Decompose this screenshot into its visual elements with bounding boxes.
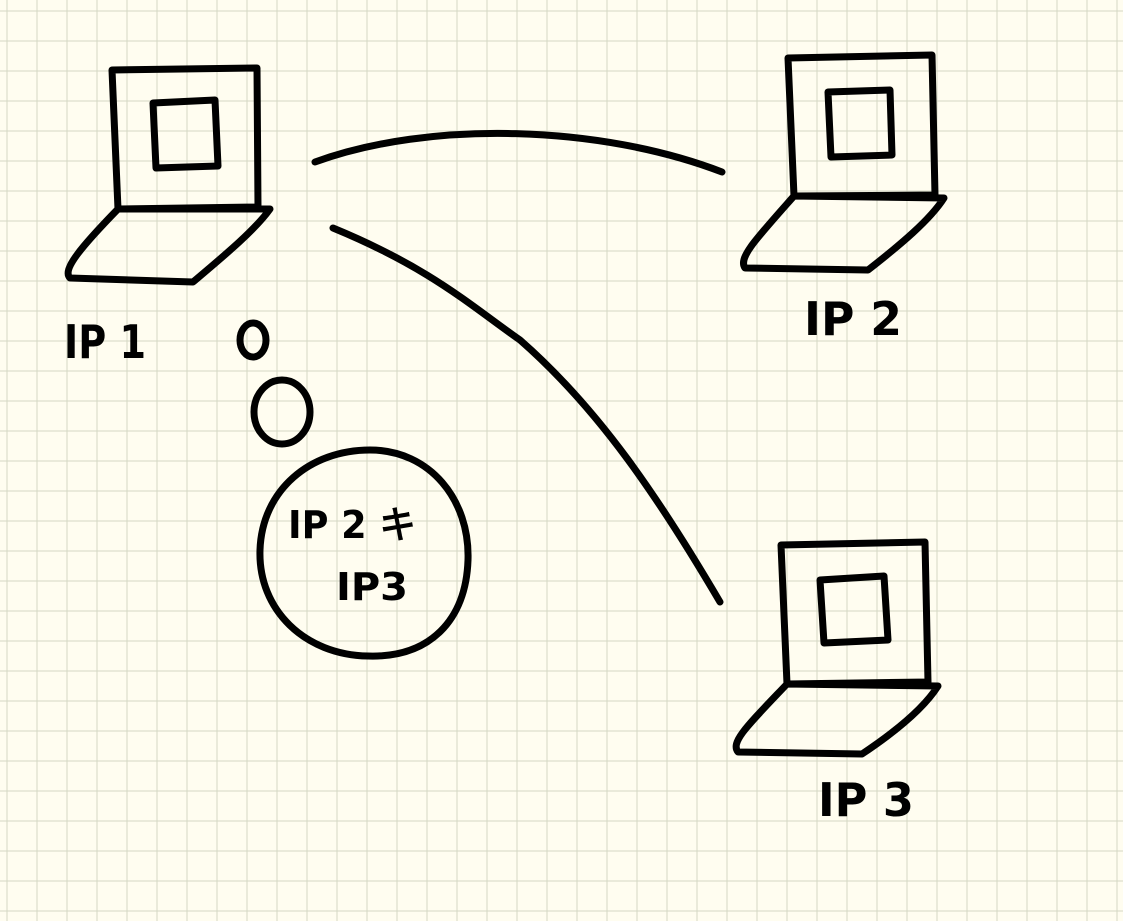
thought-bubble (256, 446, 472, 660)
laptop-ip3-icon (732, 538, 942, 758)
node-label-ip1: IP 1 (64, 315, 146, 369)
thought-dot-medium (250, 376, 314, 448)
laptop-ip1-icon (64, 64, 274, 286)
node-label-ip2: IP 2 (804, 292, 902, 346)
thought-bubble-line-1: IP 2 キ (288, 503, 416, 547)
node-label-ip3: IP 3 (818, 773, 914, 827)
link-ip1-ip3 (329, 224, 724, 606)
thought-bubble-line-2: IP3 (336, 565, 408, 609)
link-ip1-ip2 (311, 129, 726, 176)
thought-dot-small (236, 319, 270, 361)
laptop-ip2-icon (740, 51, 948, 274)
